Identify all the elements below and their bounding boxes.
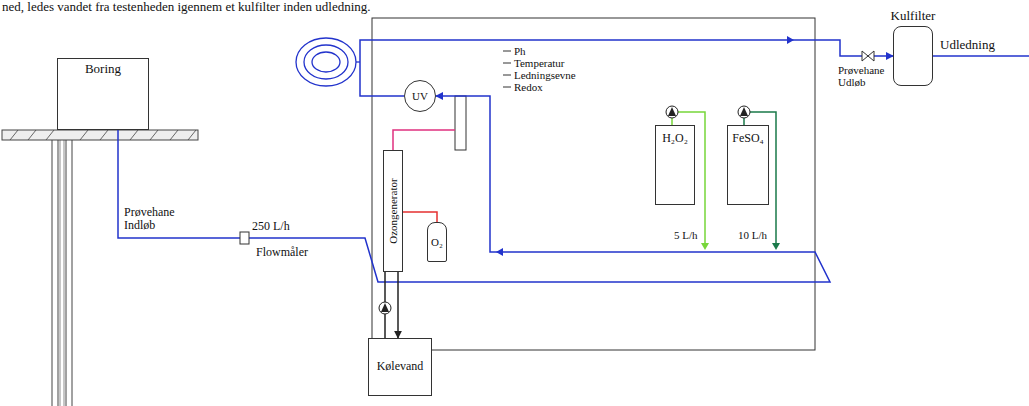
node-text: O₂ — [431, 236, 443, 248]
uv-lamp: UV — [404, 80, 436, 112]
pipe-connector — [360, 40, 893, 96]
test-unit-housing — [372, 18, 815, 350]
ozone-generator: Ozongenerator — [383, 150, 403, 272]
label-holder: ned, ledes vandet fra testenheden igenne… — [2, 0, 371, 14]
sensor-tick — [503, 51, 511, 87]
pipe-connector — [118, 96, 830, 282]
ozone-injector — [455, 96, 466, 150]
chemical-tank: FeSO₄ — [727, 125, 769, 205]
valve-label: Prøvehane Udløb — [838, 64, 892, 88]
label-holder: Ledningsevne — [514, 69, 576, 81]
sensor-label: Ledningsevne — [514, 69, 576, 81]
arrowhead — [772, 243, 780, 250]
slab-hatch — [10, 130, 196, 140]
node-text: UV — [412, 90, 428, 102]
outlet-label: Udledning — [940, 38, 995, 52]
caption-fragment: ned, ledes vandet fra testenheden igenne… — [2, 0, 371, 14]
sensor-label: Temperatur — [514, 57, 565, 69]
label-holder: Prøvehane Indløb — [124, 206, 186, 232]
flow-arrow — [787, 36, 794, 44]
pipe-connector — [403, 212, 437, 222]
carbon-filter: Kulfilter — [893, 26, 933, 86]
flow-rate: 250 L/h — [252, 220, 290, 233]
node-text: FeSO₄ — [732, 132, 764, 145]
well-house: Boring — [57, 58, 149, 130]
pipe-connector — [397, 272, 399, 338]
well-illustration — [2, 88, 198, 406]
ozone-line — [393, 130, 455, 150]
sensor-label: Redox — [514, 81, 543, 93]
label-holder: 5 L/h — [674, 229, 698, 241]
label-holder: Prøvehane Udløb — [838, 64, 892, 88]
flow-arrow — [496, 248, 503, 256]
dosing-rate: 5 L/h — [674, 229, 698, 241]
label-holder: 250 L/h — [252, 220, 290, 233]
flowmeter-symbol — [240, 232, 249, 244]
label-holder: Flowmåler — [256, 246, 308, 259]
node-text: Boring — [85, 62, 121, 76]
label-holder: Redox — [514, 81, 543, 93]
valve-symbol — [862, 51, 874, 61]
dosing-rate: 10 L/h — [738, 229, 767, 241]
concrete-slab — [2, 130, 198, 140]
arrowhead — [701, 243, 709, 250]
uv-coil — [296, 38, 360, 86]
valve-label: Prøvehane Indløb — [124, 206, 186, 232]
label-holder: Temperatur — [514, 57, 565, 69]
flowmeter-label: Flowmåler — [256, 246, 308, 259]
cooling-water-tank: Kølevand — [368, 338, 432, 396]
well-casing — [52, 140, 72, 406]
node-text: Ozongenerator — [387, 178, 399, 243]
oxygen-cylinder: O₂ — [427, 222, 447, 262]
node-text: Kulfilter — [891, 9, 936, 23]
pump-symbol — [379, 106, 750, 314]
discharge-line — [933, 55, 1029, 57]
label-holder: Ph — [514, 45, 526, 57]
label-holder: 10 L/h — [738, 229, 767, 241]
label-holder: Udledning — [940, 38, 995, 52]
sensor-label: Ph — [514, 45, 526, 57]
riser-pipe — [60, 140, 64, 406]
node-text: H₂O₂ — [662, 132, 688, 145]
chemical-tank: H₂O₂ — [655, 125, 695, 205]
node-text: Kølevand — [377, 360, 424, 373]
